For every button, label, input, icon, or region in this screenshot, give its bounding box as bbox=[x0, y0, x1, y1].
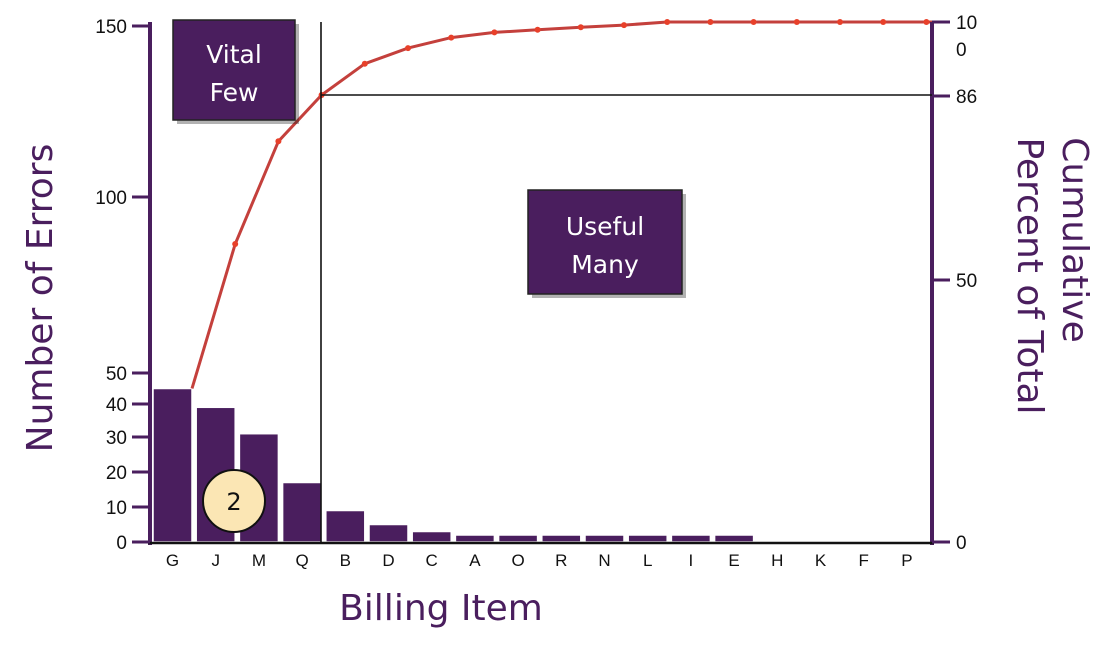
x-tick-label: J bbox=[211, 551, 220, 570]
bar-r bbox=[541, 534, 582, 543]
y2-tick-label: 50 bbox=[956, 271, 977, 292]
step-number-badge: 2 bbox=[202, 469, 266, 533]
cumulative-point bbox=[275, 138, 282, 145]
cumulative-point bbox=[664, 19, 671, 25]
x-tick-label: O bbox=[511, 551, 524, 570]
y-right-ticks bbox=[932, 20, 950, 544]
y2-tick-label: 10 bbox=[956, 13, 977, 34]
cumulative-point bbox=[405, 45, 411, 52]
bar-n bbox=[584, 534, 625, 543]
cumulative-point bbox=[361, 60, 368, 67]
y2-tick-label: 0 bbox=[956, 40, 967, 61]
x-tick-label: P bbox=[901, 551, 912, 570]
x-tick-label: N bbox=[598, 551, 610, 570]
x-tick-label: M bbox=[252, 551, 266, 570]
bar-q bbox=[281, 481, 323, 543]
cumulative-point bbox=[837, 19, 843, 25]
x-tick-label: H bbox=[771, 551, 783, 570]
y-tick-label: 10 bbox=[106, 498, 127, 519]
y-tick-label: 50 bbox=[106, 364, 127, 385]
y2-tick-label: 86 bbox=[956, 87, 977, 108]
bar-l bbox=[627, 534, 668, 543]
cumulative-point bbox=[707, 19, 714, 25]
y-axis-title: Number of Errors bbox=[20, 144, 61, 453]
y-tick-label: 30 bbox=[106, 428, 127, 449]
vital-few-label-line1: Vital bbox=[206, 40, 262, 69]
y-left-tick-labels: 150 100 50 40 30 20 10 0 bbox=[95, 17, 127, 554]
x-tick-label: C bbox=[426, 551, 438, 570]
badge-number: 2 bbox=[226, 488, 241, 516]
bar-e bbox=[713, 534, 755, 543]
y-tick-label: 0 bbox=[116, 533, 127, 554]
x-tick-label: F bbox=[859, 551, 869, 570]
y2-axis-title-line1: Cumulative bbox=[1054, 137, 1095, 342]
x-tick-label: K bbox=[815, 551, 827, 570]
cumulative-point bbox=[448, 34, 455, 41]
bar-g bbox=[152, 387, 193, 543]
y-tick-label: 40 bbox=[106, 395, 127, 416]
x-tick-label: G bbox=[166, 551, 179, 570]
bar-c bbox=[411, 530, 452, 543]
cumulative-point bbox=[750, 19, 757, 25]
bar-d bbox=[368, 523, 409, 543]
bar-a bbox=[454, 534, 496, 543]
vital-few-label-line2: Few bbox=[210, 78, 259, 107]
x-tick-label: E bbox=[728, 551, 739, 570]
x-tick-label: B bbox=[340, 551, 351, 570]
useful-many-box: Useful Many bbox=[527, 189, 686, 298]
x-tick-label: L bbox=[643, 551, 652, 570]
y-left-ticks bbox=[132, 24, 150, 544]
y2-tick-label: 0 bbox=[956, 533, 967, 554]
y-tick-label: 20 bbox=[106, 463, 127, 484]
cumulative-point bbox=[880, 19, 887, 25]
x-tick-label: R bbox=[555, 551, 567, 570]
cumulative-point bbox=[577, 24, 584, 31]
bar-b bbox=[325, 509, 366, 543]
cumulative-point bbox=[232, 241, 239, 247]
cumulative-point bbox=[923, 19, 930, 25]
useful-many-label-line2: Many bbox=[571, 250, 639, 279]
useful-many-label-line1: Useful bbox=[566, 212, 644, 241]
bar-i bbox=[670, 534, 712, 543]
bar-o bbox=[497, 534, 539, 543]
x-tick-label: A bbox=[469, 551, 481, 570]
cumulative-point bbox=[793, 19, 800, 25]
vital-few-box: Vital Few bbox=[172, 19, 299, 124]
x-axis-title: Billing Item bbox=[339, 588, 543, 629]
y-tick-label: 150 bbox=[95, 17, 127, 38]
y2-axis-title-line2: Percent of Total bbox=[1009, 137, 1050, 414]
cumulative-point bbox=[621, 22, 627, 29]
cumulative-point bbox=[491, 29, 498, 36]
x-tick-label: Q bbox=[295, 551, 308, 570]
y-right-tick-labels: 10 0 86 50 0 bbox=[956, 13, 977, 554]
x-tick-label: D bbox=[382, 551, 394, 570]
x-tick-label: I bbox=[689, 551, 694, 570]
y-tick-label: 100 bbox=[95, 188, 127, 209]
cumulative-point bbox=[534, 26, 541, 33]
